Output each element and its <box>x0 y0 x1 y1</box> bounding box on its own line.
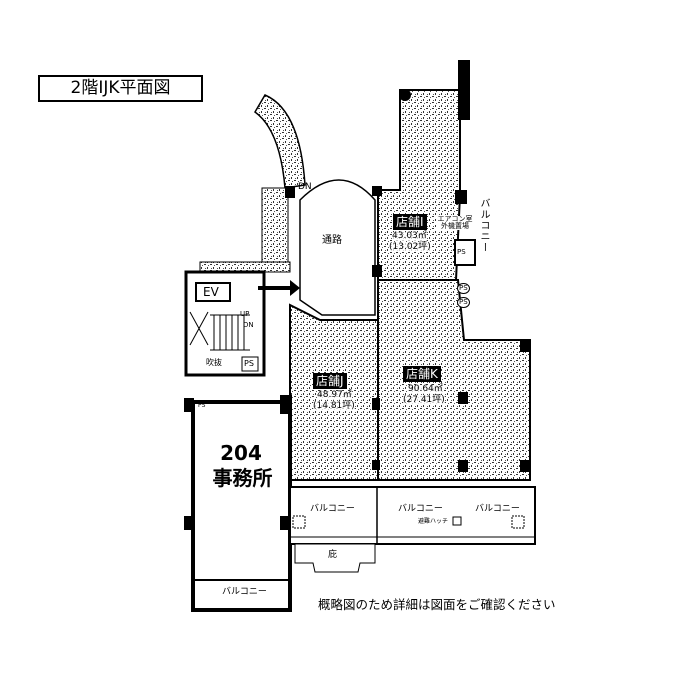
curved-stairs <box>254 94 306 189</box>
store-j-name: 店舗J <box>313 373 347 389</box>
ps-label: PS <box>198 402 206 409</box>
store-k-area: 90.64㎡ <box>408 384 443 394</box>
canopy <box>294 543 376 573</box>
office-204-outline <box>191 400 292 612</box>
stairs-up-label: UP <box>240 310 250 318</box>
store-k-name: 店舗K <box>403 366 441 382</box>
elevator-label: EV <box>203 285 219 299</box>
office-name: 事務所 <box>212 466 273 490</box>
ps-label: PS <box>457 283 470 294</box>
store-i-tsubo: (13.02坪) <box>389 242 431 252</box>
balcony-strip <box>289 486 536 545</box>
stairs-dn-label: DN <box>243 321 254 329</box>
canopy-label: 庇 <box>328 550 338 560</box>
ps-label: PS <box>457 297 470 308</box>
balcony-label: バルコニー <box>310 504 355 514</box>
office-balcony-label: バルコニー <box>222 587 267 597</box>
ps-label: PS <box>457 248 466 256</box>
store-i-name: 店舗I <box>393 214 427 230</box>
stairs-dn-label: DN <box>298 182 312 192</box>
balcony-label: バルコニー <box>475 504 520 514</box>
right-balcony-label: バルコニー <box>478 198 489 253</box>
void-label: 吹抜 <box>206 358 222 367</box>
store-k-tsubo: (27.41坪) <box>403 395 445 405</box>
balcony-label: バルコニー <box>398 504 443 514</box>
ps-label: PS <box>244 359 254 368</box>
aircon-space-label: エアコン室外機置場 <box>436 215 474 230</box>
entry-arrow-icon <box>258 280 300 296</box>
store-i-area: 43.03㎡ <box>392 231 427 241</box>
wall-column <box>458 60 470 120</box>
store-k-floor <box>377 279 531 481</box>
corridor-label: 通路 <box>322 235 342 246</box>
store-j-area: 48.97㎡ <box>317 390 352 400</box>
escape-hatch-label: 避難ハッチ <box>418 518 449 525</box>
corridor <box>299 179 376 316</box>
store-j-tsubo: (14.81坪) <box>313 401 355 411</box>
page-title: 2階IJK平面図 <box>38 75 203 102</box>
disclaimer-note: 概略図のため詳細は図面をご確認ください <box>318 597 556 612</box>
office-number: 204 <box>220 441 262 465</box>
